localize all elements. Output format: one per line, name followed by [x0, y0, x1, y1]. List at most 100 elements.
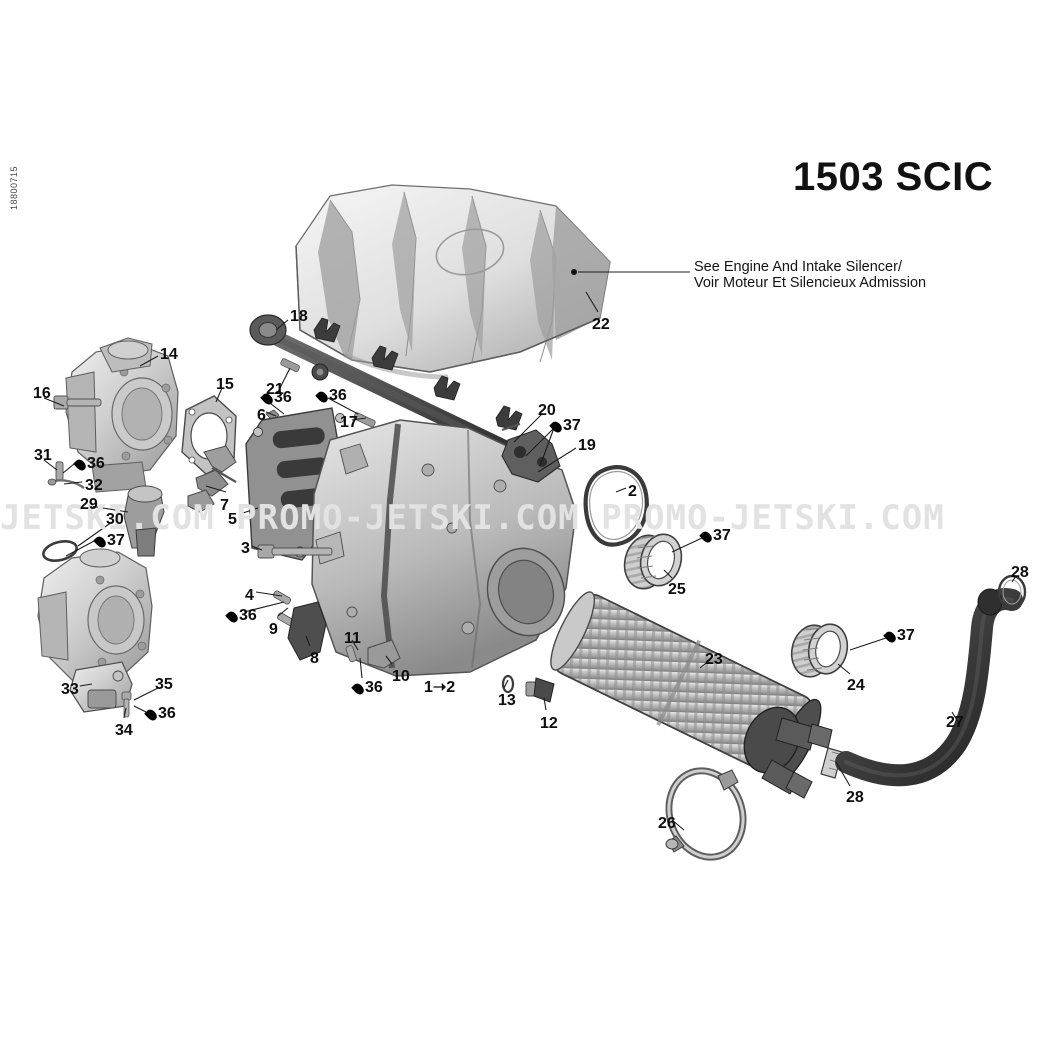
part-callout-label: 35: [155, 676, 173, 693]
part-callout-34: 34: [115, 723, 133, 739]
part-13-oring: [501, 674, 515, 694]
part-4-screw: [273, 590, 292, 605]
part-callout-label: 18: [290, 308, 308, 325]
part-callout-label: 37: [713, 527, 731, 544]
part-callout-label: 36: [87, 455, 105, 472]
part-callout-29: 29: [80, 497, 98, 513]
part-callout-28: 28: [1011, 565, 1029, 581]
part-callout-4: 4: [245, 588, 254, 604]
part-callout-23: 23: [705, 652, 723, 668]
part-callout-label: 29: [80, 496, 98, 513]
part-callout-label: 25: [668, 581, 686, 598]
part-lower-throttle-body: [37, 461, 165, 718]
part-25-coupling-sleeve: [623, 533, 683, 590]
part-callout-19: 19: [578, 438, 596, 454]
part-callout-36: 36: [315, 387, 347, 406]
part-callout-36: 36: [351, 679, 383, 698]
oil-drop-icon: [260, 391, 275, 407]
part-callout-35: 35: [155, 677, 173, 693]
part-33-sensor-block: [69, 661, 133, 713]
part-callout-15: 15: [216, 377, 234, 393]
oil-drop-icon: [225, 609, 240, 625]
part-callout-24: 24: [847, 678, 865, 694]
oil-drop-icon: [93, 534, 108, 550]
part-28-clamp-upper: [997, 574, 1027, 610]
part-callout-label: 36: [329, 387, 347, 404]
part-callout-label: 24: [847, 677, 865, 694]
part-callout-10: 10: [392, 669, 410, 685]
part-callout-label: 36: [239, 607, 257, 624]
part-callout-label: 31: [34, 447, 52, 464]
part-callout-label: 26: [658, 815, 676, 832]
part-callout-label: 37: [107, 532, 125, 549]
part-callout-37: 37: [699, 527, 731, 546]
part-callout-label: 37: [897, 627, 915, 644]
part-callout-12: 1➝2: [424, 680, 455, 696]
reference-note-line-fr: Voir Moteur Et Silencieux Admission: [694, 275, 927, 291]
part-callout-21: 21: [266, 382, 284, 398]
oil-drop-icon: [144, 707, 159, 723]
part-callout-9: 9: [269, 622, 278, 638]
oil-drop-icon: [73, 457, 88, 473]
part-callout-5: 5: [228, 512, 237, 528]
part-callout-3: 3: [241, 541, 250, 557]
part-7-linkage: [187, 445, 237, 513]
part-callout-label: 32: [85, 477, 103, 494]
part-callout-11: 11: [344, 631, 361, 647]
part-16-screw: [53, 395, 102, 410]
part-callout-33: 33: [61, 682, 79, 698]
part-callout-label: 16: [33, 385, 51, 402]
part-callout-2: 2: [628, 484, 637, 500]
part-12-sensor: [525, 677, 555, 703]
part-24-coupling-sleeve: [790, 623, 849, 678]
part-26-hose-clamp: [665, 767, 747, 861]
page-title: 1503 SCIC: [793, 155, 994, 199]
part-callout-label: 22: [592, 316, 610, 333]
part-callout-31: 31: [34, 448, 52, 464]
part-callout-label: 3: [241, 540, 250, 557]
part-callout-label: 37: [563, 417, 581, 434]
part-callout-label: 33: [61, 681, 79, 698]
part-callout-label: 8: [310, 650, 319, 667]
part-callout-label: 28: [1011, 564, 1029, 581]
part-27-intake-hose: [835, 588, 1023, 787]
part-callout-label: 28: [846, 789, 864, 806]
part-callout-37: 37: [549, 417, 581, 436]
part-callout-label: 20: [538, 402, 556, 419]
reference-note: See Engine And Intake Silencer/ Voir Mot…: [694, 259, 926, 291]
part-callout-36: 36: [260, 390, 292, 408]
part-31-pin: [55, 461, 64, 481]
part-2-gasket-ring: [583, 465, 649, 547]
part-28-clamp-lower: [820, 747, 843, 779]
part-14-throttle-body-upper: [53, 337, 179, 493]
part-callout-label: 10: [392, 668, 410, 685]
part-callout-label: 13: [498, 692, 516, 709]
part-callout-14: 14: [160, 347, 178, 363]
oil-drop-icon: [883, 629, 898, 645]
part-callout-label: 36: [158, 705, 176, 722]
part-callout-label: 27: [946, 714, 964, 731]
leader-lines: [43, 269, 1017, 831]
part-callout-36: 36: [73, 455, 105, 474]
part-callout-label: 36: [365, 679, 383, 696]
oil-drop-icon: [549, 419, 564, 435]
part-callout-36: 36: [144, 705, 176, 724]
part-callout-label: 19: [578, 437, 596, 454]
part-callout-label: 5: [228, 511, 237, 528]
part-callout-label: 12: [540, 715, 558, 732]
part-callout-label: 7: [220, 497, 229, 514]
part-callout-28: 28: [846, 790, 864, 806]
part-callout-label: 14: [160, 346, 178, 363]
part-callout-36: 36: [225, 607, 257, 626]
part-8-bracket: [287, 601, 327, 661]
part-callout-6: 6: [257, 408, 266, 424]
part-callout-label: 30: [106, 511, 124, 528]
part-callout-12: 12: [540, 716, 558, 732]
part-callout-label: 9: [269, 621, 278, 638]
part-callout-label: 21: [266, 381, 284, 398]
screw-21: [280, 358, 300, 373]
part-32-clip: [47, 478, 85, 489]
part-callout-label: 1➝2: [424, 679, 456, 696]
part-callout-label: 17: [340, 414, 358, 431]
